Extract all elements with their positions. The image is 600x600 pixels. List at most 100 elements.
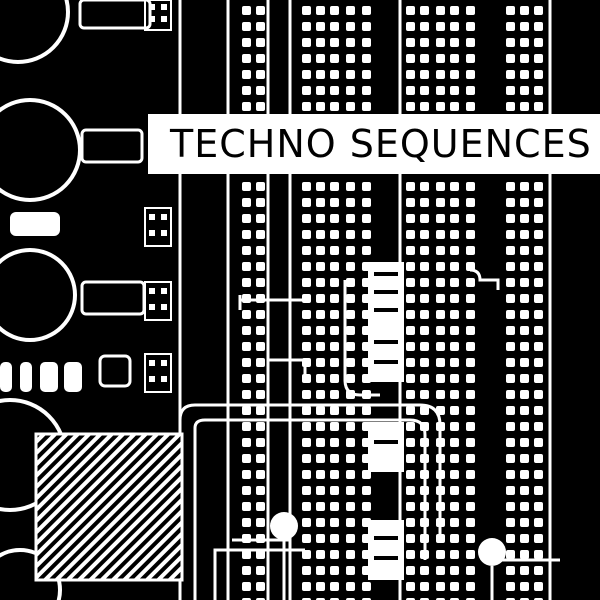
breadboard-hole	[420, 182, 429, 191]
breadboard-hole	[346, 230, 355, 239]
breadboard-hole	[450, 86, 459, 95]
breadboard-hole	[436, 342, 445, 351]
breadboard-hole	[362, 406, 371, 415]
breadboard-hole	[450, 262, 459, 271]
breadboard-hole	[362, 54, 371, 63]
breadboard-hole	[242, 470, 251, 479]
breadboard-hole	[520, 262, 529, 271]
breadboard-hole	[346, 38, 355, 47]
breadboard-hole	[506, 518, 515, 527]
breadboard-hole	[330, 534, 339, 543]
breadboard-hole	[302, 470, 311, 479]
breadboard-hole	[302, 486, 311, 495]
breadboard-hole	[362, 38, 371, 47]
breadboard-hole	[450, 550, 459, 559]
breadboard-hole	[520, 54, 529, 63]
breadboard-hole	[450, 454, 459, 463]
breadboard-hole	[242, 422, 251, 431]
breadboard-hole	[330, 422, 339, 431]
breadboard-hole	[302, 230, 311, 239]
breadboard-hole	[256, 214, 265, 223]
breadboard-hole	[534, 582, 543, 591]
breadboard-hole	[520, 214, 529, 223]
breadboard-hole	[242, 6, 251, 15]
breadboard-hole	[450, 326, 459, 335]
breadboard-hole	[256, 374, 265, 383]
breadboard-hole	[520, 278, 529, 287]
breadboard-hole	[406, 54, 415, 63]
breadboard-hole	[520, 246, 529, 255]
breadboard-hole	[316, 550, 325, 559]
breadboard-hole	[534, 294, 543, 303]
breadboard-hole	[346, 406, 355, 415]
breadboard-hole	[362, 6, 371, 15]
breadboard-hole	[330, 566, 339, 575]
breadboard-hole	[420, 294, 429, 303]
breadboard-hole	[346, 326, 355, 335]
breadboard-hole	[406, 406, 415, 415]
breadboard-hole	[520, 102, 529, 111]
breadboard-hole	[506, 278, 515, 287]
breadboard-hole	[256, 342, 265, 351]
breadboard-hole	[242, 310, 251, 319]
breadboard-hole	[242, 86, 251, 95]
breadboard-hole	[466, 566, 475, 575]
breadboard-hole	[346, 342, 355, 351]
breadboard-hole	[330, 454, 339, 463]
breadboard-hole	[242, 326, 251, 335]
breadboard-hole	[436, 198, 445, 207]
breadboard-hole	[534, 502, 543, 511]
breadboard-hole	[256, 390, 265, 399]
breadboard-hole	[450, 54, 459, 63]
breadboard-hole	[520, 518, 529, 527]
breadboard-hole	[420, 214, 429, 223]
album-title: TECHNO SEQUENCES 3	[170, 122, 600, 166]
breadboard-hole	[346, 518, 355, 527]
breadboard-hole	[466, 70, 475, 79]
breadboard-hole	[316, 38, 325, 47]
breadboard-hole	[316, 422, 325, 431]
breadboard-hole	[436, 54, 445, 63]
breadboard-hole	[520, 70, 529, 79]
breadboard-hole	[346, 86, 355, 95]
breadboard-hole	[406, 326, 415, 335]
breadboard-hole	[534, 262, 543, 271]
breadboard-hole	[450, 198, 459, 207]
breadboard-hole	[450, 566, 459, 575]
breadboard-hole	[520, 582, 529, 591]
breadboard-hole	[256, 310, 265, 319]
breadboard-hole	[330, 278, 339, 287]
breadboard-hole	[302, 22, 311, 31]
breadboard-hole	[302, 390, 311, 399]
breadboard-hole	[256, 6, 265, 15]
breadboard-hole	[316, 454, 325, 463]
breadboard-hole	[242, 182, 251, 191]
breadboard-hole	[242, 406, 251, 415]
breadboard-hole	[330, 438, 339, 447]
breadboard-hole	[534, 310, 543, 319]
breadboard-hole	[466, 550, 475, 559]
breadboard-hole	[466, 182, 475, 191]
breadboard-hole	[406, 470, 415, 479]
breadboard-hole	[362, 470, 371, 479]
breadboard-hole	[406, 390, 415, 399]
breadboard-hole	[520, 198, 529, 207]
breadboard-hole	[406, 518, 415, 527]
breadboard-hole	[450, 230, 459, 239]
breadboard-hole	[406, 454, 415, 463]
breadboard-hole	[450, 390, 459, 399]
breadboard-hole	[330, 54, 339, 63]
breadboard-hole	[346, 438, 355, 447]
breadboard-hole	[346, 486, 355, 495]
breadboard-hole	[506, 86, 515, 95]
breadboard-hole	[520, 566, 529, 575]
breadboard-hole	[520, 310, 529, 319]
breadboard-hole	[506, 550, 515, 559]
breadboard-hole	[346, 534, 355, 543]
breadboard-hole	[302, 534, 311, 543]
breadboard-hole	[406, 550, 415, 559]
breadboard-hole	[506, 422, 515, 431]
breadboard-hole	[346, 566, 355, 575]
breadboard-hole	[302, 502, 311, 511]
breadboard-hole	[506, 502, 515, 511]
